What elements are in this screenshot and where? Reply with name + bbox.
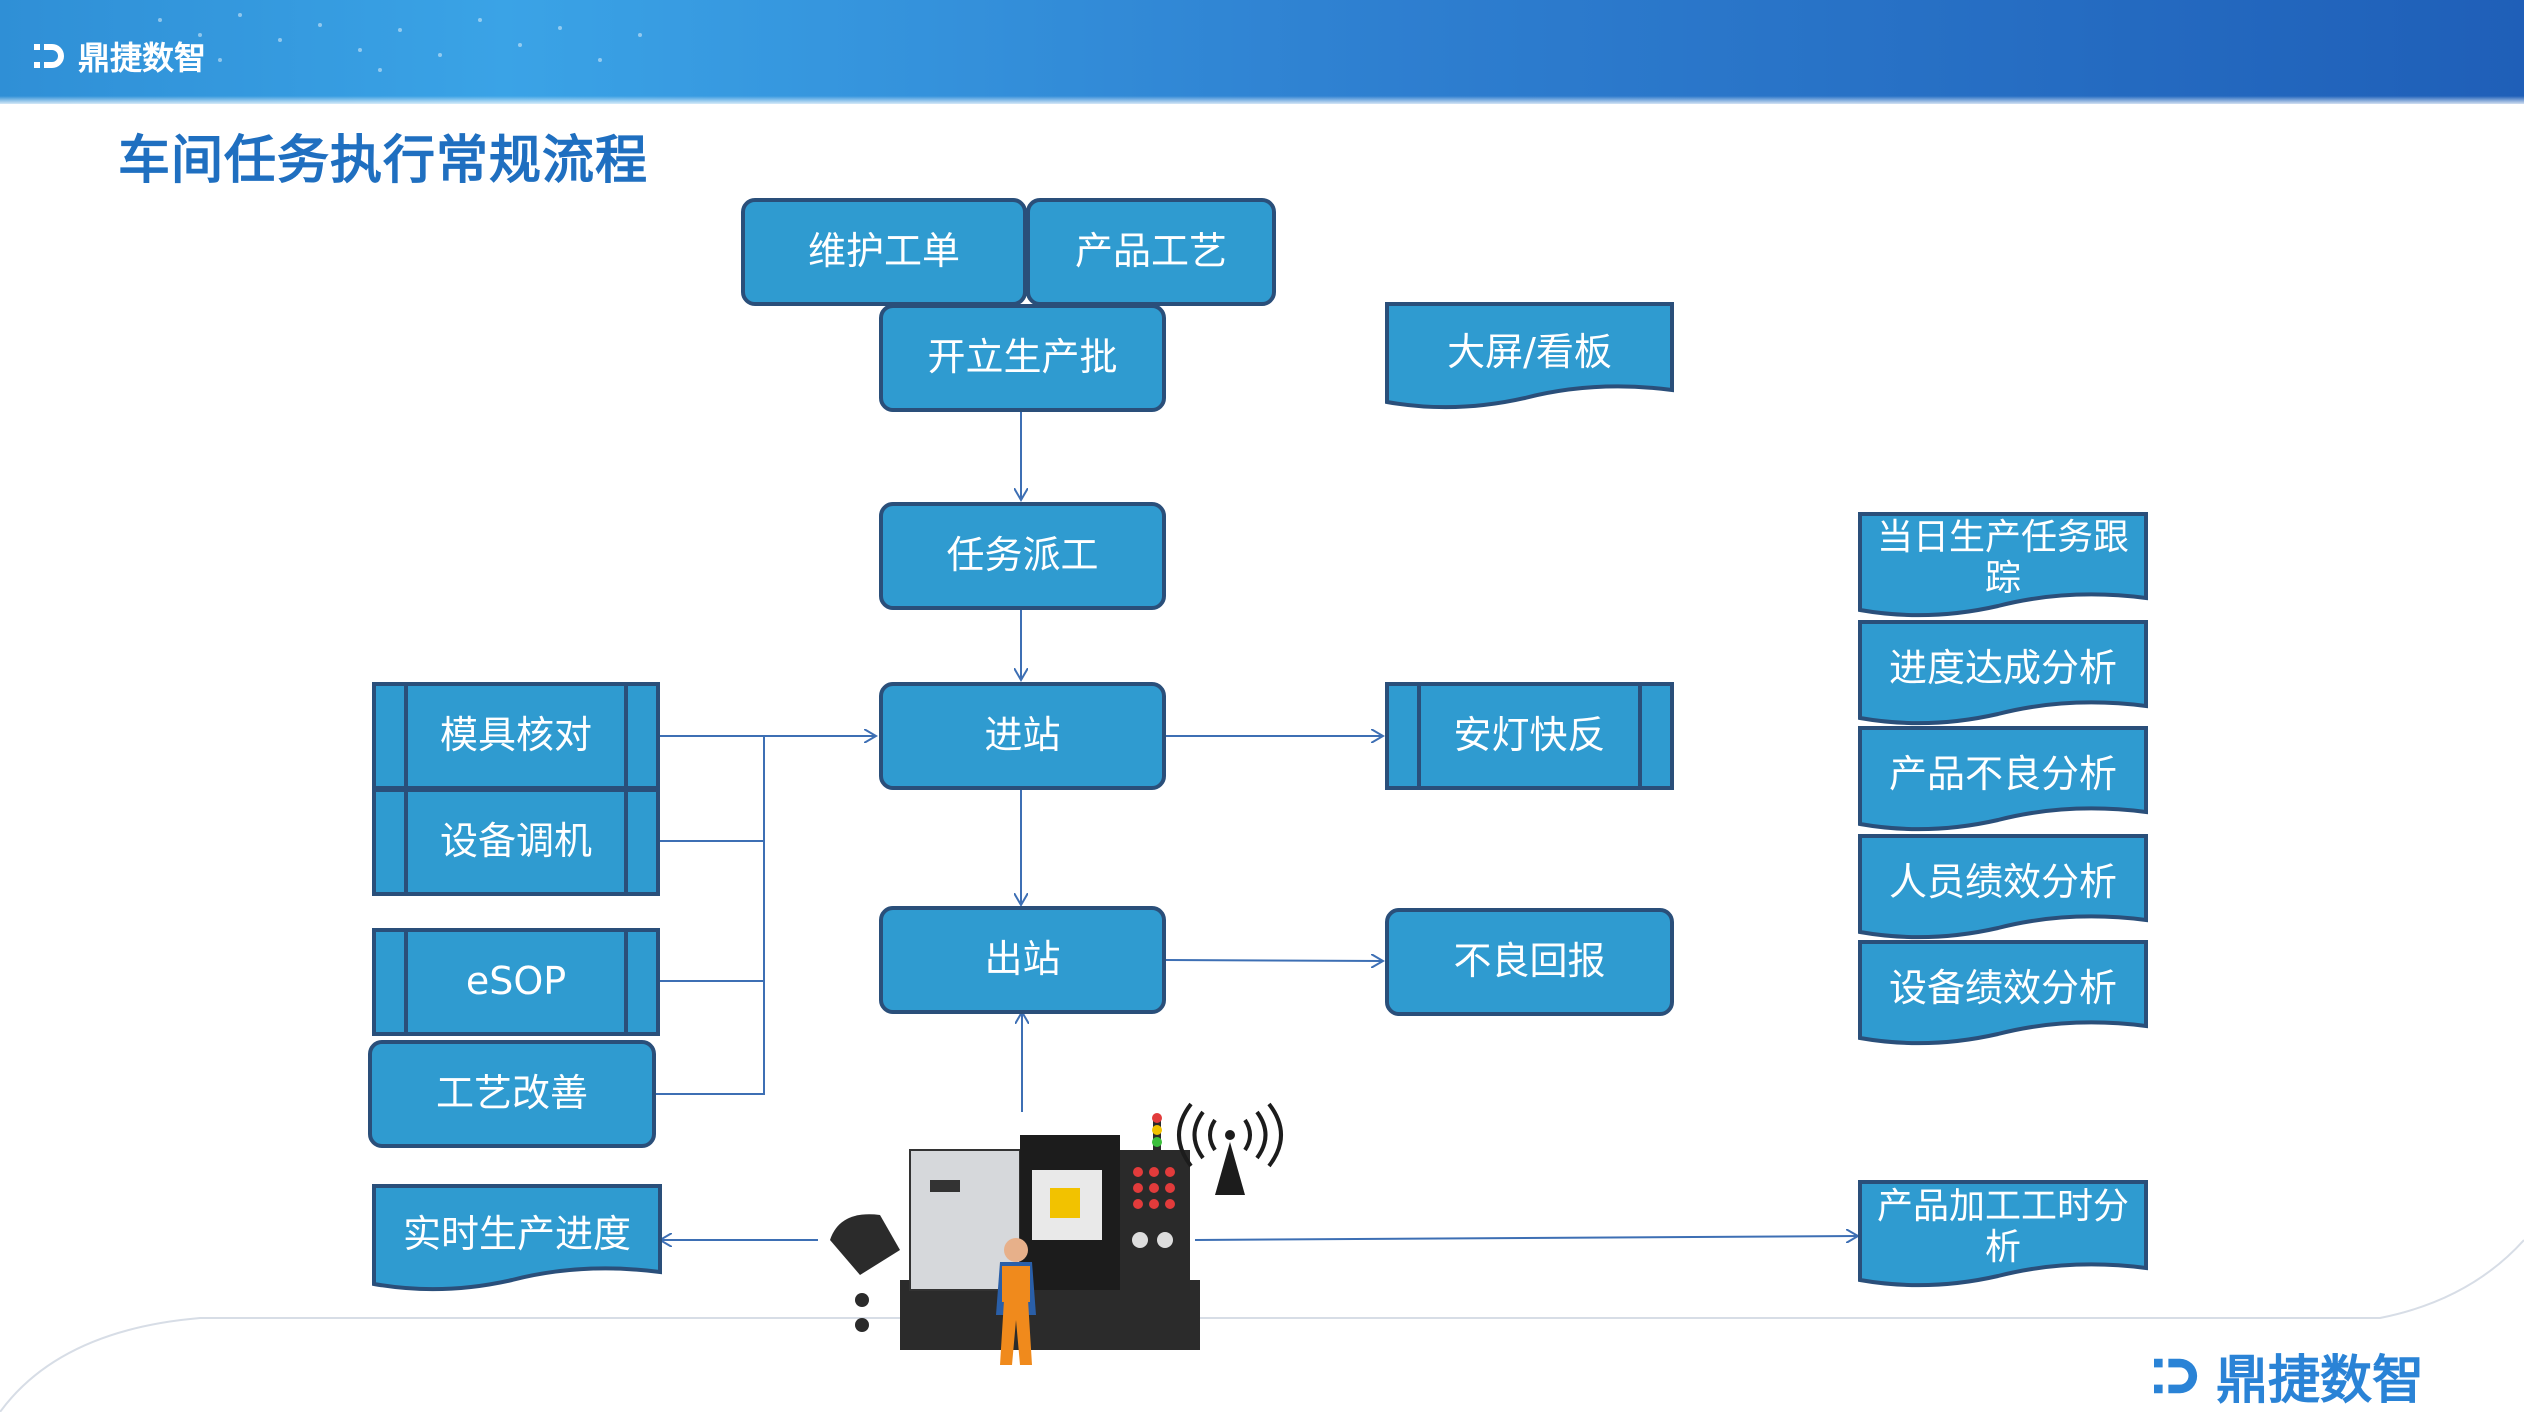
node-dashboard-label: 大屏/看板 bbox=[1447, 329, 1612, 374]
node-product-defect-analysis[interactable]: 产品不良分析 bbox=[1858, 726, 2148, 834]
node-product-process[interactable]: 产品工艺 bbox=[1026, 198, 1276, 306]
connector-checkout-to-defect bbox=[1165, 960, 1383, 961]
decorative-dot-pattern bbox=[158, 13, 642, 72]
node-product-defect-analysis-label: 产品不良分析 bbox=[1888, 751, 2117, 796]
node-check-out-label: 出站 bbox=[984, 937, 1061, 982]
node-processing-time-analysis-label: 产品加工工时分析 bbox=[1876, 1185, 2129, 1268]
machine-cart bbox=[830, 1214, 900, 1275]
node-open-batch[interactable]: 开立生产批 bbox=[879, 304, 1166, 412]
bottom-logo: 鼎捷数智 bbox=[2150, 1338, 2424, 1413]
top-logo: 鼎捷数智 bbox=[32, 36, 207, 77]
node-equipment-performance-label: 设备绩效分析 bbox=[1888, 965, 2117, 1010]
node-daily-task-track[interactable]: 当日生产任务跟踪 bbox=[1858, 512, 2148, 620]
node-maintain-order[interactable]: 维护工单 bbox=[741, 198, 1027, 306]
document-shape bbox=[372, 1184, 662, 1292]
node-defect-report-label: 不良回报 bbox=[1453, 939, 1606, 984]
node-defect-report[interactable]: 不良回报 bbox=[1385, 908, 1674, 1016]
node-maintain-order-label: 维护工单 bbox=[807, 229, 960, 274]
node-equipment-debug[interactable]: 设备调机 bbox=[372, 788, 660, 896]
brand-d-icon bbox=[2154, 1358, 2198, 1393]
subprocess-right-strip bbox=[1638, 686, 1674, 786]
document-shape bbox=[1858, 620, 2148, 726]
node-product-process-label: 产品工艺 bbox=[1074, 229, 1227, 274]
node-equipment-debug-label: 设备调机 bbox=[439, 819, 592, 864]
subprocess-left-strip bbox=[372, 686, 408, 786]
bottom-brand-text: 鼎捷数智 bbox=[2216, 1351, 2425, 1411]
header-banner: 鼎捷数智 bbox=[0, 0, 2524, 104]
subprocess-left-strip bbox=[372, 792, 408, 892]
machine-base bbox=[900, 1280, 1200, 1350]
subprocess-right-strip bbox=[624, 686, 660, 786]
document-shape bbox=[1858, 1180, 2148, 1288]
wireless-signal-icon bbox=[1177, 1102, 1283, 1168]
node-equipment-performance[interactable]: 设备绩效分析 bbox=[1858, 940, 2148, 1048]
document-shape bbox=[1858, 726, 2148, 832]
connector-left-group-bus bbox=[655, 735, 765, 1095]
node-progress-analysis[interactable]: 进度达成分析 bbox=[1858, 620, 2148, 728]
top-brand-text: 鼎捷数智 bbox=[78, 39, 207, 77]
node-esop[interactable]: eSOP bbox=[372, 928, 660, 1036]
node-check-out[interactable]: 出站 bbox=[879, 906, 1166, 1014]
node-check-in[interactable]: 进站 bbox=[879, 682, 1166, 790]
node-dashboard[interactable]: 大屏/看板 bbox=[1385, 302, 1674, 412]
node-mold-check[interactable]: 模具核对 bbox=[372, 682, 660, 790]
node-daily-task-track-label: 当日生产任务跟踪 bbox=[1876, 516, 2129, 599]
subprocess-left-strip bbox=[1385, 686, 1421, 786]
node-open-batch-label: 开立生产批 bbox=[927, 335, 1118, 380]
node-staff-performance[interactable]: 人员绩效分析 bbox=[1858, 834, 2148, 942]
node-process-improve-label: 工艺改善 bbox=[435, 1071, 588, 1116]
node-processing-time-analysis[interactable]: 产品加工工时分析 bbox=[1858, 1180, 2148, 1292]
banner-fade bbox=[0, 96, 2524, 106]
cnc-machine-illustration bbox=[830, 1102, 1283, 1365]
node-realtime-progress-label: 实时生产进度 bbox=[402, 1211, 631, 1256]
node-staff-performance-label: 人员绩效分析 bbox=[1888, 859, 2117, 904]
document-shape bbox=[1858, 512, 2148, 618]
document-shape bbox=[1385, 302, 1674, 410]
node-esop-label: eSOP bbox=[465, 959, 567, 1004]
subprocess-right-strip bbox=[624, 932, 660, 1032]
node-andon-label: 安灯快反 bbox=[1453, 713, 1606, 758]
node-task-dispatch-label: 任务派工 bbox=[946, 533, 1099, 578]
document-shape bbox=[1858, 834, 2148, 940]
document-shape bbox=[1858, 940, 2148, 1046]
node-mold-check-label: 模具核对 bbox=[439, 713, 592, 758]
worker-figure bbox=[996, 1238, 1036, 1365]
antenna-tower bbox=[1215, 1142, 1245, 1195]
node-progress-analysis-label: 进度达成分析 bbox=[1888, 645, 2117, 690]
subprocess-left-strip bbox=[372, 932, 408, 1032]
node-task-dispatch[interactable]: 任务派工 bbox=[879, 502, 1166, 610]
node-realtime-progress[interactable]: 实时生产进度 bbox=[372, 1184, 662, 1296]
node-process-improve[interactable]: 工艺改善 bbox=[368, 1040, 656, 1148]
connector-machine-to-time-analysis bbox=[1194, 1236, 1858, 1240]
subprocess-right-strip bbox=[624, 792, 660, 892]
node-check-in-label: 进站 bbox=[984, 713, 1061, 758]
page-title: 车间任务执行常规流程 bbox=[118, 131, 649, 191]
machine-spindle bbox=[1050, 1188, 1080, 1218]
brand-d-icon bbox=[34, 44, 64, 68]
decorative-bottom-curve bbox=[0, 1239, 2524, 1412]
node-andon[interactable]: 安灯快反 bbox=[1385, 682, 1674, 790]
